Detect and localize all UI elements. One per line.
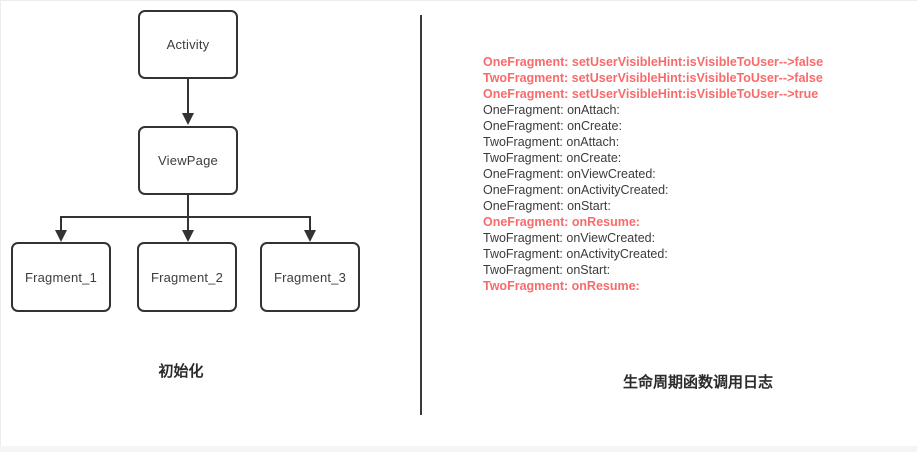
flowchart-node-viewpage: ViewPage [138,126,238,195]
flowchart-node-fragment1: Fragment_1 [11,242,111,312]
flowchart-node-activity: Activity [138,10,238,79]
log-line: OneFragment: onViewCreated: [483,167,656,181]
log-line: OneFragment: onCreate: [483,119,622,133]
node-label: Fragment_3 [273,269,347,285]
connector-viewpage-bus [187,195,189,218]
log-caption: 生命周期函数调用日志 [622,374,773,391]
arrow-down-icon [304,230,316,242]
log-line: OneFragment: setUserVisibleHint:isVisibl… [483,87,819,101]
log-line: TwoFragment: setUserVisibleHint:isVisibl… [483,71,823,85]
log-line: OneFragment: onAttach: [483,103,620,117]
log-line: TwoFragment: onViewCreated: [483,231,656,245]
arrow-down-icon [182,230,194,242]
log-line: TwoFragment: onResume: [483,279,640,293]
page-left-border [0,0,1,446]
connector-horizontal-bus [60,216,311,218]
diagram-caption: 初始化 [158,363,204,380]
log-line: OneFragment: onResume: [483,215,640,229]
log-line: OneFragment: setUserVisibleHint:isVisibl… [483,55,824,69]
flowchart-node-fragment3: Fragment_3 [260,242,360,312]
page-top-border [0,0,917,1]
log-line: TwoFragment: onActivityCreated: [483,247,668,261]
log-line: TwoFragment: onAttach: [483,135,620,149]
log-line: TwoFragment: onCreate: [483,151,622,165]
node-label: ViewPage [158,153,218,168]
log-line: OneFragment: onActivityCreated: [483,183,669,197]
lifecycle-log: OneFragment: setUserVisibleHint:isVisibl… [483,54,823,294]
flowchart-node-fragment2: Fragment_2 [137,242,237,312]
connector-stub-fragment1 [60,217,62,232]
arrow-down-icon [182,113,194,125]
node-label: Activity [166,37,210,52]
node-label: Fragment_1 [24,269,98,285]
log-line: TwoFragment: onStart: [483,263,611,277]
connector-activity-viewpage [187,79,189,115]
log-line: OneFragment: onStart: [483,199,611,213]
page-bottom-strip [0,446,917,452]
vertical-divider [420,15,422,415]
connector-stub-fragment3 [309,217,311,232]
node-label: Fragment_2 [150,269,224,285]
arrow-down-icon [55,230,67,242]
connector-stub-fragment2 [187,217,189,232]
